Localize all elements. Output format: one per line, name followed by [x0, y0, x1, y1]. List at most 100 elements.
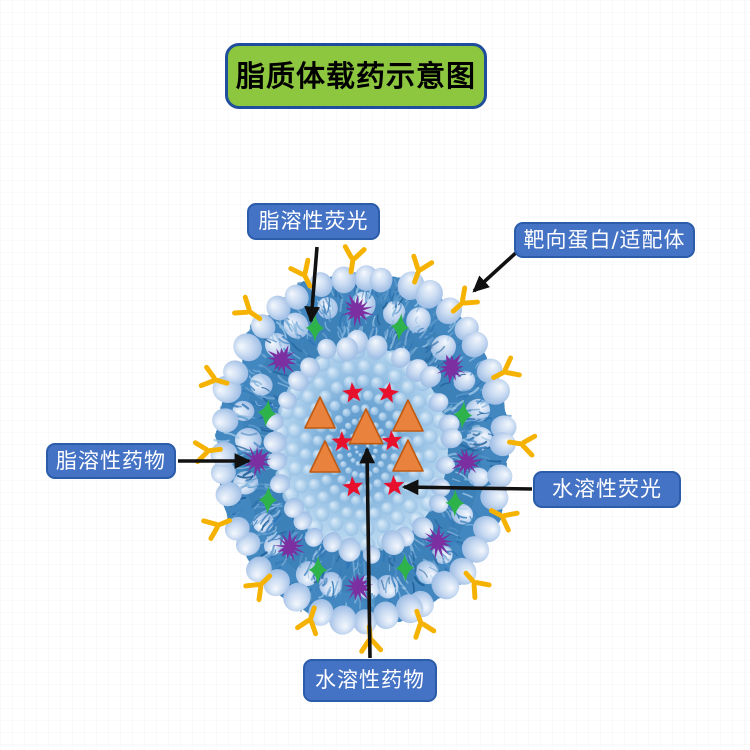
label-lipid-soluble-drug: 脂溶性药物	[46, 443, 176, 479]
label-text: 水溶性荧光	[552, 477, 662, 501]
lipid-head-sphere	[336, 337, 359, 362]
label-text: 靶向蛋白/适配体	[523, 227, 686, 252]
antibody-y-icon	[288, 257, 313, 289]
diagram-title-text: 脂质体载药示意图	[235, 58, 476, 93]
lipid-head-sphere	[266, 295, 291, 321]
label-lipid-soluble-fluorescence: 脂溶性荧光	[247, 203, 380, 240]
antibody-y-icon	[491, 355, 522, 380]
lipid-head-sphere	[300, 357, 320, 378]
lipid-head-sphere	[365, 335, 388, 359]
lipid-head-sphere	[369, 267, 393, 293]
lipid-soluble-drug-burst	[273, 529, 306, 562]
label-text: 脂溶性药物	[56, 448, 166, 473]
lipid-head-sphere	[440, 428, 463, 449]
label-water-soluble-drug: 水溶性药物	[303, 659, 437, 702]
water-soluble-drug-triangle	[392, 439, 424, 472]
membrane-payload	[241, 294, 485, 603]
annotation-arrow	[472, 248, 521, 293]
lipid-head-sphere	[415, 279, 443, 309]
diagram-title: 脂质体载药示意图	[225, 43, 487, 109]
lipid-head-sphere	[283, 582, 311, 612]
antibody-y-icon	[243, 573, 273, 603]
antibody-y-icon	[488, 508, 520, 533]
lipid-head-sphere	[235, 427, 262, 453]
lipid-head-sphere	[304, 527, 324, 547]
water-soluble-fluor-star	[383, 475, 405, 496]
lipid-soluble-drug-burst	[342, 294, 375, 328]
lipid-head-sphere	[319, 571, 343, 597]
core-payload	[304, 382, 424, 497]
lipid-head-sphere	[267, 451, 287, 471]
outer-lipid-head-ring	[210, 265, 517, 635]
lipid-head-sphere	[210, 461, 236, 485]
annotation-arrow	[359, 446, 376, 659]
water-soluble-fluor-star	[381, 430, 403, 451]
water-soluble-drug-triangle	[309, 440, 341, 473]
lipid-head-sphere	[263, 431, 287, 454]
water-soluble-drug-triangle	[304, 396, 336, 429]
lipid-soluble-drug-burst	[266, 345, 297, 376]
lipid-soluble-fluor-sparkle	[305, 314, 325, 342]
antibody-y-icon	[450, 285, 480, 314]
antibody-y-icon	[201, 518, 233, 541]
lipid-head-sphere	[317, 338, 337, 359]
antibody-y-icon	[232, 294, 263, 322]
lipid-head-sphere	[431, 570, 460, 600]
lipid-head-sphere	[223, 360, 249, 385]
label-targeting-protein-aptamer: 靶向蛋白/适配体	[514, 222, 695, 258]
lipid-soluble-drug-burst	[241, 445, 272, 478]
mid-lipid-head-ring	[232, 291, 493, 600]
lipid-head-sphere	[381, 530, 405, 556]
lipid-head-sphere	[465, 398, 491, 422]
antibody-y-icon	[507, 433, 538, 458]
lipid-head-sphere	[288, 370, 309, 392]
lipid-head-sphere	[461, 536, 490, 563]
lipid-head-sphere	[251, 314, 276, 339]
lipid-soluble-fluor-sparkle	[445, 489, 465, 517]
lipid-head-sphere	[329, 605, 357, 635]
water-soluble-drug-triangle	[348, 408, 384, 445]
lipid-head-sphere	[212, 408, 239, 433]
lipid-head-sphere	[338, 537, 361, 562]
lipid-head-sphere	[246, 556, 272, 582]
lipid-head-sphere	[373, 601, 399, 630]
lipid-soluble-fluor-sparkle	[257, 399, 277, 427]
water-soluble-fluor-star	[331, 431, 353, 451]
lipid-soluble-fluor-sparkle	[453, 401, 473, 429]
antibody-y-icon	[198, 364, 230, 389]
lipid-soluble-drug-burst	[343, 573, 374, 603]
lipid-soluble-fluor-sparkle	[390, 313, 410, 341]
lipid-soluble-fluor-sparkle	[395, 554, 415, 582]
lipid-head-sphere	[269, 474, 291, 494]
lipid-head-sphere	[489, 432, 516, 457]
lipid-soluble-drug-burst	[436, 354, 466, 384]
lipid-head-sphere	[406, 307, 431, 333]
antibody-y-icon	[342, 244, 367, 275]
annotation-arrows	[178, 246, 533, 659]
lipid-head-sphere	[278, 391, 297, 410]
lipid-head-sphere	[233, 333, 262, 362]
lipid-head-sphere	[435, 297, 463, 325]
antibody-y-icon	[413, 608, 437, 640]
lipid-head-sphere	[322, 532, 342, 553]
lipid-head-sphere	[461, 331, 488, 358]
antibody-y-icon	[411, 253, 435, 285]
lipid-soluble-drug-burst	[451, 447, 485, 476]
lipid-head-sphere	[480, 484, 509, 511]
label-text: 水溶性药物	[315, 668, 425, 692]
lipid-head-sphere	[215, 481, 242, 507]
water-soluble-fluor-star	[378, 382, 399, 403]
lipid-head-sphere	[487, 464, 513, 488]
lipid-head-sphere	[224, 516, 250, 541]
lipid-soluble-fluor-sparkle	[258, 486, 278, 514]
lipid-head-sphere	[284, 284, 309, 310]
antibody-y-icon	[295, 605, 319, 637]
water-soluble-drug-triangle	[392, 399, 424, 432]
lipid-head-sphere	[428, 494, 449, 513]
label-text: 脂溶性荧光	[258, 209, 369, 233]
water-soluble-fluor-star	[342, 382, 363, 403]
lipid-head-sphere	[412, 516, 434, 539]
lipid-head-sphere	[428, 393, 449, 412]
